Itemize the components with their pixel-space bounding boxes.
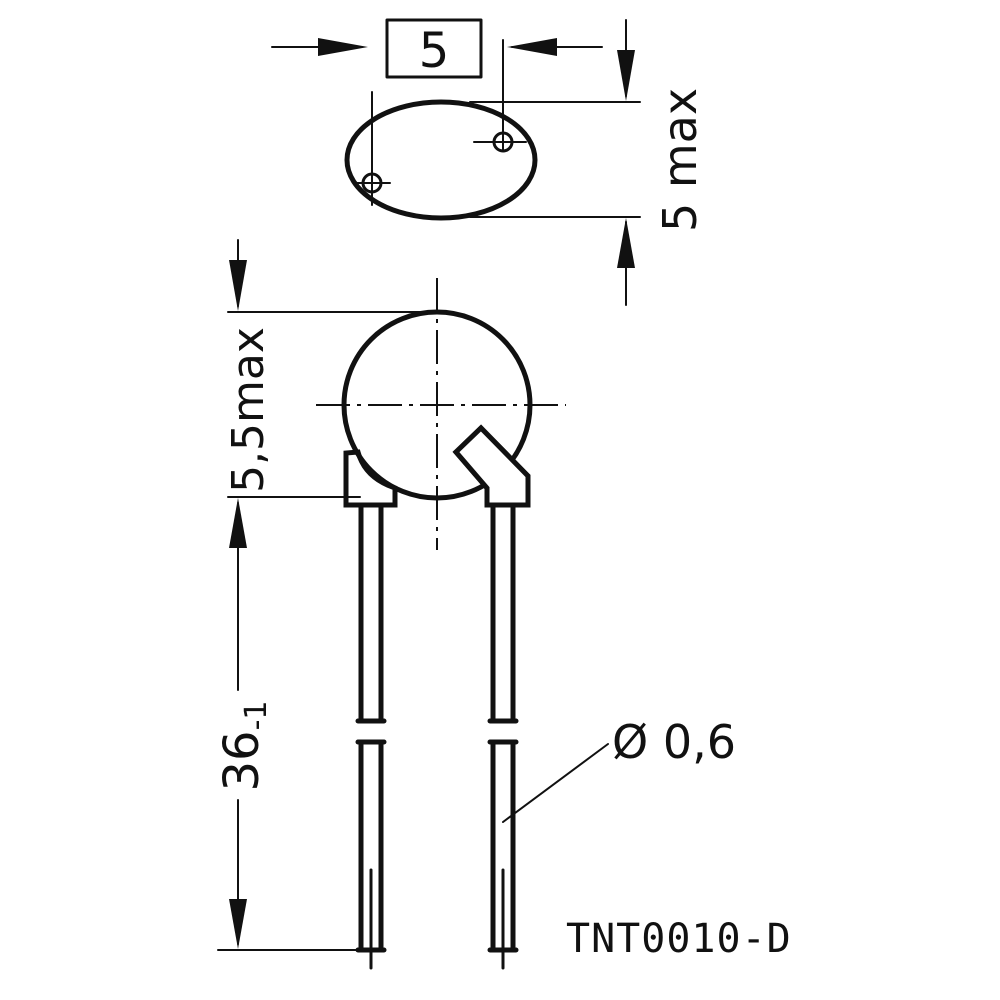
wire-diameter-label: Ø 0,6 bbox=[612, 715, 736, 769]
top-view bbox=[344, 39, 538, 221]
lead-length-dimension: 36-1 bbox=[214, 498, 361, 951]
pitch-value-box bbox=[385, 18, 483, 79]
thickness-dimension: 5 max bbox=[469, 19, 707, 306]
wire-diameter-callout: Ø 0,6 bbox=[502, 715, 736, 823]
thickness-label: 5 max bbox=[653, 88, 707, 232]
pitch-label: 5 bbox=[419, 23, 450, 79]
lead-marker-right bbox=[473, 131, 527, 153]
pitch-dimension: 5 bbox=[271, 18, 603, 79]
front-view bbox=[316, 278, 566, 970]
diameter-dimension: 5,5max bbox=[223, 239, 441, 498]
drawing-code: TNT0010-D bbox=[566, 916, 792, 962]
lead-length-label: 36-1 bbox=[214, 701, 274, 792]
diameter-label: 5,5max bbox=[223, 327, 274, 493]
top-view-body bbox=[344, 99, 538, 221]
